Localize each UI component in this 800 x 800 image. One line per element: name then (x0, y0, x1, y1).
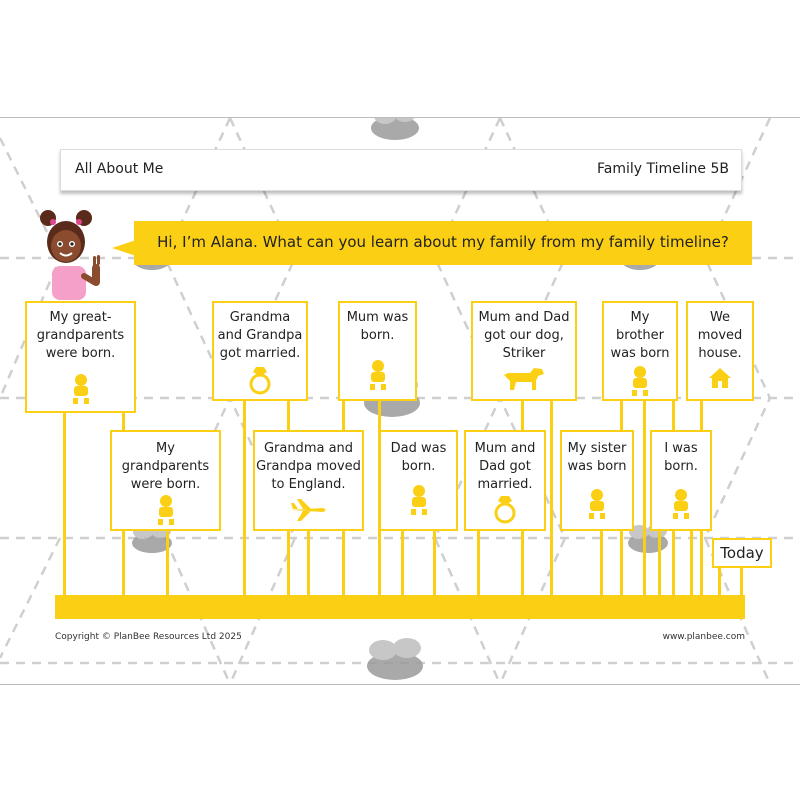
timeline-pole (307, 531, 310, 598)
speech-bubble: Hi, I’m Alana. What can you learn about … (134, 221, 752, 265)
website-link[interactable]: www.planbee.com (662, 632, 745, 642)
event-text: Grandma and Grandpa moved to England. (256, 441, 361, 492)
dog-icon (504, 368, 544, 390)
bee-icon (371, 118, 419, 140)
header-subtitle: Family Timeline 5B (597, 161, 729, 177)
timeline-pole (243, 401, 246, 598)
timeline-pole (63, 413, 66, 598)
event-text: My sister was born (567, 441, 627, 474)
timeline-pole (401, 531, 404, 598)
timeline-bar (55, 595, 745, 619)
header-title: All About Me (75, 161, 164, 177)
event-card: Mum was born. (338, 301, 417, 401)
worksheet-page: All About Me Family Timeline 5B Hi, I’m … (0, 117, 800, 685)
event-card: My great- grandparents were born. (25, 301, 136, 413)
timeline-pole (166, 531, 169, 598)
timeline-pole (740, 568, 743, 598)
ring-icon (494, 496, 516, 524)
event-text: Mum and Dad got married. (474, 441, 536, 492)
event-card: My brother was born (602, 301, 678, 401)
baby-icon (72, 374, 89, 404)
baby-icon (632, 366, 648, 396)
timeline-pole (643, 401, 646, 598)
baby-icon (157, 495, 174, 525)
event-text: My great- grandparents were born. (36, 310, 125, 361)
event-card: Dad was born. (379, 430, 458, 531)
timeline-pole (600, 531, 603, 598)
alana-character-illustration (40, 210, 100, 300)
event-text: Dad was born. (390, 441, 447, 474)
event-text: My grandparents were born. (121, 441, 210, 492)
event-card: Mum and Dad got married. (464, 430, 546, 531)
page-header: All About Me Family Timeline 5B (60, 149, 742, 191)
baby-icon (589, 489, 605, 519)
event-text: My brother was born (610, 310, 670, 361)
event-card: My sister was born (560, 430, 634, 531)
timeline-pole (433, 531, 436, 598)
house-icon (709, 368, 731, 388)
event-text: I was born. (664, 441, 698, 474)
timeline-pole (477, 531, 480, 598)
baby-icon (673, 489, 689, 519)
speech-text: Hi, I’m Alana. What can you learn about … (157, 233, 729, 251)
timeline-pole (658, 531, 661, 598)
speech-bubble-tail (112, 240, 136, 256)
baby-icon (369, 360, 386, 390)
bee-icon (367, 638, 423, 680)
event-card: Grandma and Grandpa moved to England. (253, 430, 364, 531)
event-card: We moved house. (686, 301, 754, 401)
event-card: Mum and Dad got our dog, Striker (471, 301, 577, 401)
baby-icon (410, 485, 427, 515)
event-card: I was born. (650, 430, 712, 531)
today-label: Today (712, 538, 772, 568)
timeline-pole (690, 531, 693, 598)
event-text: Mum was born. (346, 310, 409, 343)
event-card: Grandma and Grandpa got married. (212, 301, 308, 401)
ring-icon (249, 367, 271, 395)
airplane-icon (290, 499, 325, 521)
copyright-text: Copyright © PlanBee Resources Ltd 2025 (55, 632, 242, 642)
event-card: My grandparents were born. (110, 430, 221, 531)
event-text: Mum and Dad got our dog, Striker (478, 310, 570, 361)
event-text: Grandma and Grandpa got married. (217, 310, 303, 361)
timeline-pole (718, 568, 721, 598)
event-text: We moved house. (697, 310, 743, 361)
timeline-pole (550, 401, 553, 598)
